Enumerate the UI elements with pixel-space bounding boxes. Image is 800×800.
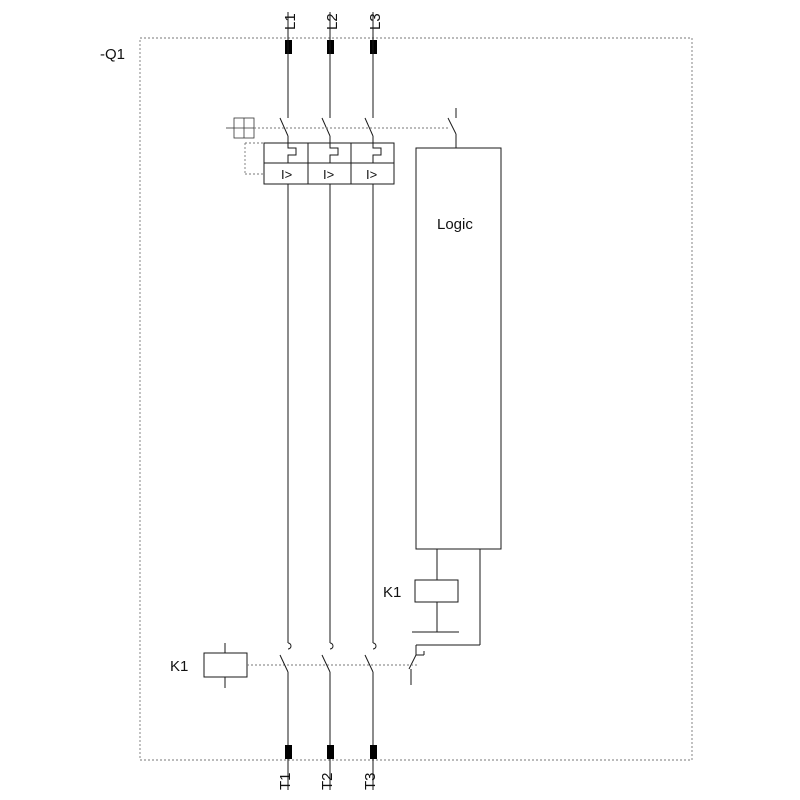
breaker-contact-3 xyxy=(364,117,374,137)
device-label: -Q1 xyxy=(100,46,125,63)
contactor-contact-2 xyxy=(329,642,334,650)
contactor-coil xyxy=(203,652,248,678)
magnetic-trip-2: I> xyxy=(323,167,334,182)
breaker-contact-1 xyxy=(279,117,289,137)
thermal-trip-1 xyxy=(287,143,297,163)
terminal-t2 xyxy=(327,745,334,759)
terminal-label-l1: L1 xyxy=(282,13,299,30)
relay-coil xyxy=(414,579,459,603)
contactor-contact-3 xyxy=(372,642,377,650)
magnetic-trip-1: I> xyxy=(281,167,292,182)
logic-block xyxy=(415,147,502,550)
logic-label: Logic xyxy=(437,216,473,233)
terminal-label-t3: T3 xyxy=(362,772,379,790)
terminal-t3 xyxy=(370,745,377,759)
contactor-contact-1 xyxy=(287,642,292,650)
terminal-label-l3: L3 xyxy=(367,13,384,30)
contactor-label: K1 xyxy=(170,658,188,675)
device-enclosure xyxy=(139,37,693,761)
relay-label: K1 xyxy=(383,584,401,601)
terminal-label-t1: T1 xyxy=(277,772,294,790)
thermal-trip-2 xyxy=(329,143,339,163)
breaker-contact-2 xyxy=(321,117,331,137)
thermal-trip-3 xyxy=(372,143,382,163)
magnetic-trip-3: I> xyxy=(366,167,377,182)
terminal-label-t2: T2 xyxy=(319,772,336,790)
terminal-t1 xyxy=(285,745,292,759)
terminal-label-l2: L2 xyxy=(324,13,341,30)
